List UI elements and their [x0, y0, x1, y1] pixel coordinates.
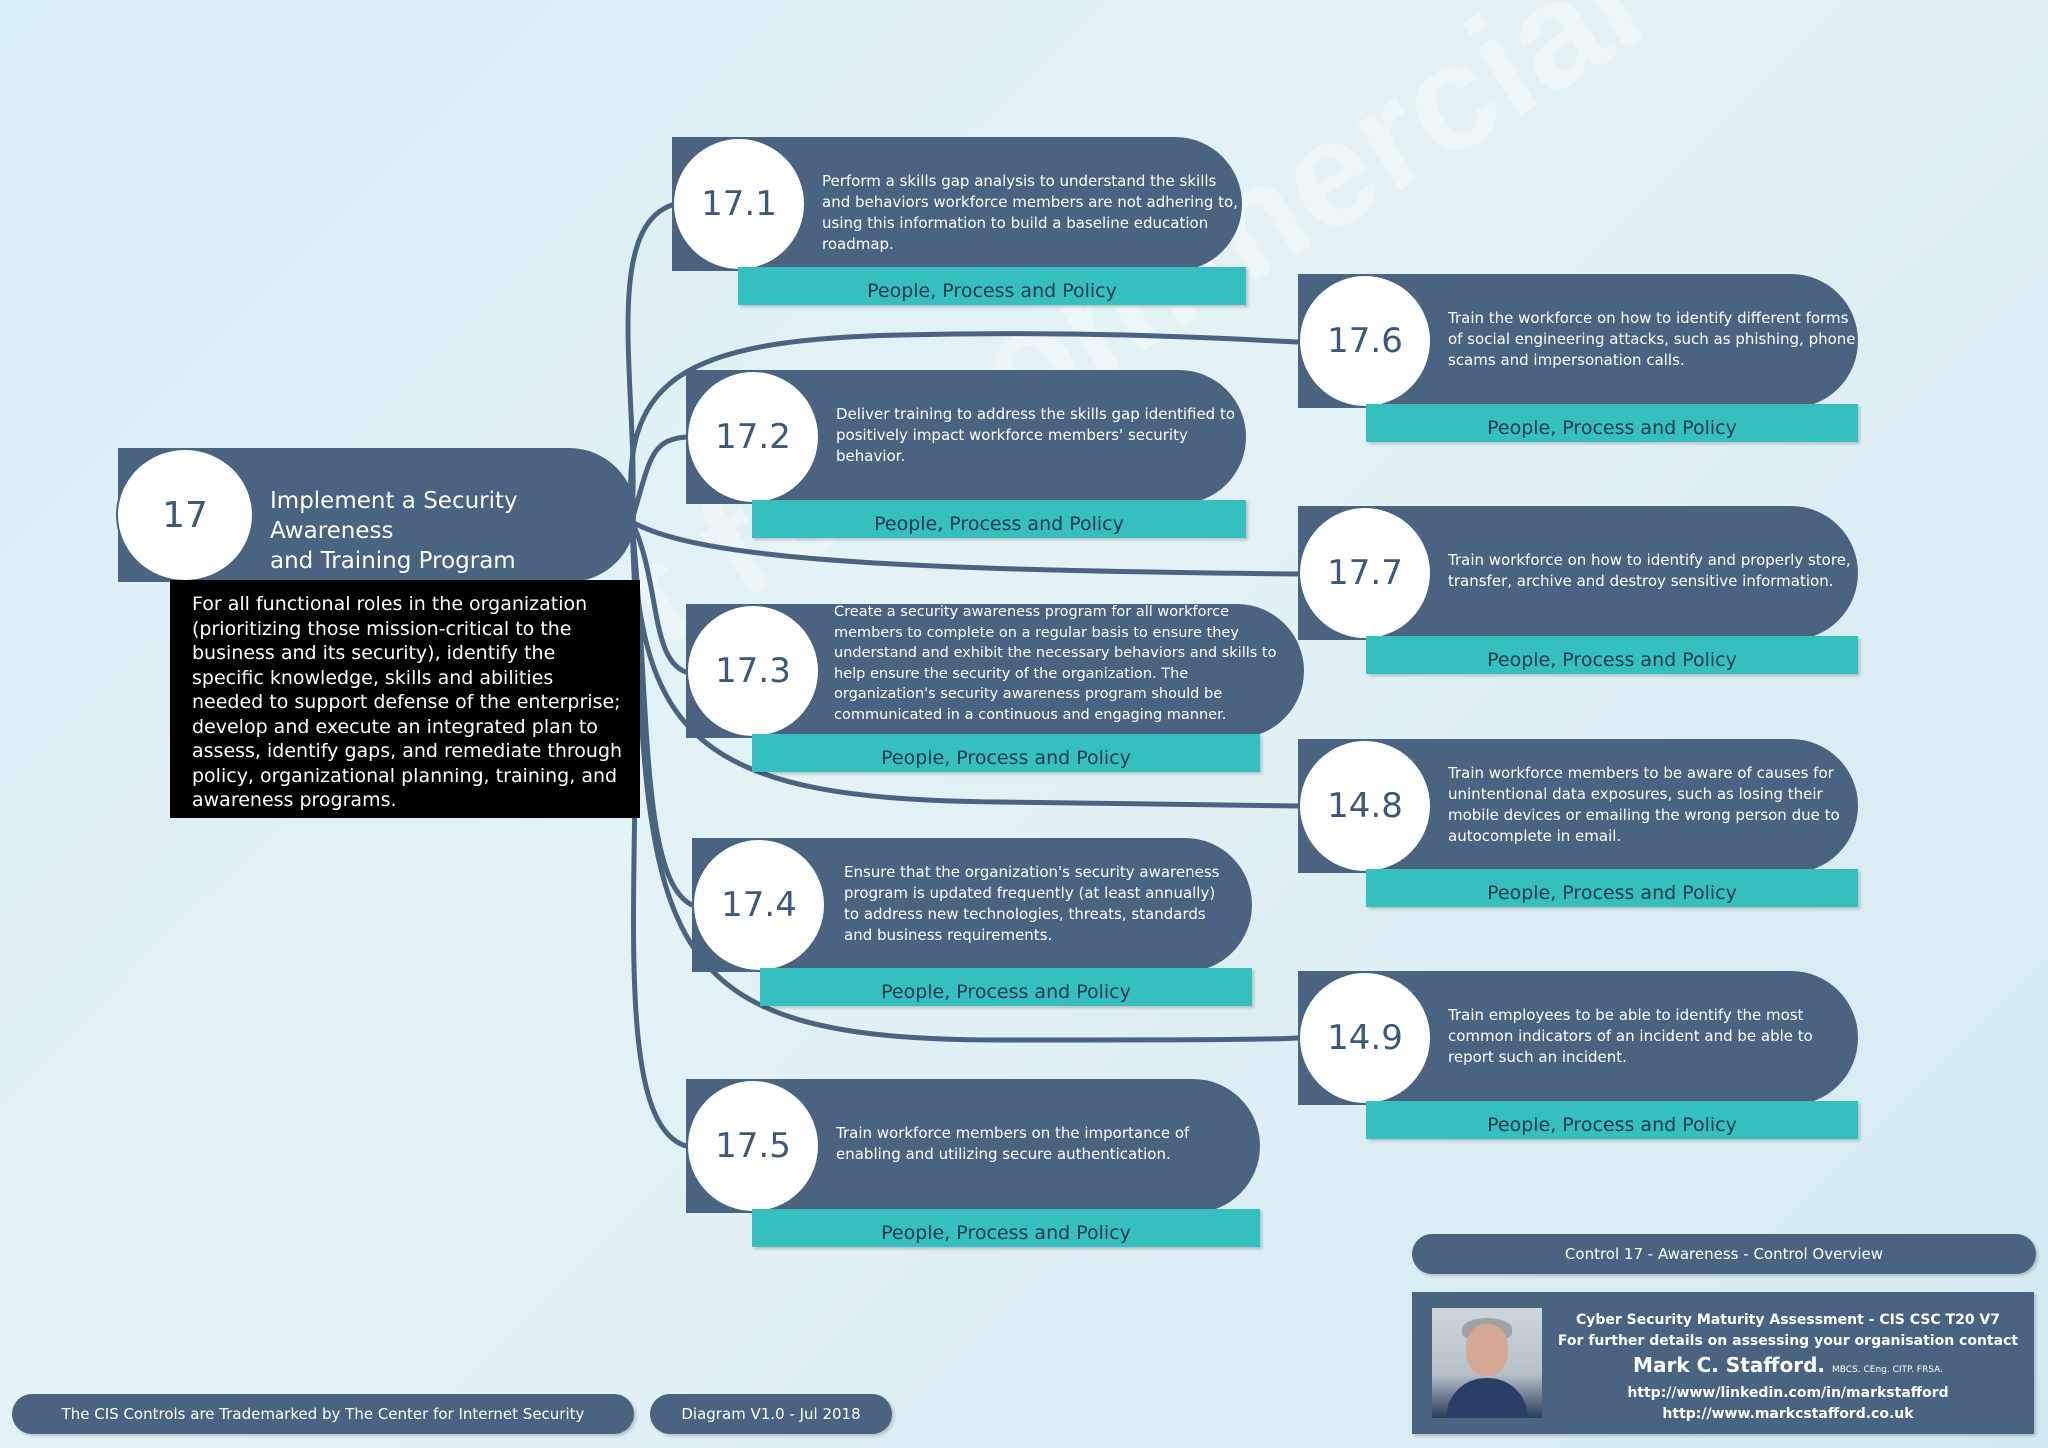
node-description: Train the workforce on how to identify d…	[1448, 309, 1856, 369]
node-number: 17.6	[1298, 274, 1432, 408]
node-category: People, Process and Policy	[752, 734, 1260, 772]
connector-17.2	[629, 434, 689, 523]
contact-text: Cyber Security Maturity Assessment - CIS…	[1552, 1310, 2024, 1425]
node-description: Deliver training to address the skills g…	[836, 405, 1236, 465]
trademark-bar: The CIS Controls are Trademarked by The …	[12, 1394, 634, 1434]
node-category: People, Process and Policy	[760, 968, 1252, 1006]
node-number: 17.4	[692, 838, 826, 972]
author-photo	[1432, 1308, 1542, 1418]
connector-17.7	[629, 519, 1301, 577]
node-number: 17.7	[1298, 506, 1432, 640]
connector-14.8	[629, 521, 1301, 809]
node-category: People, Process and Policy	[752, 500, 1246, 538]
node-category: People, Process and Policy	[1366, 636, 1858, 674]
node-number: 17.5	[686, 1079, 820, 1213]
node-category: People, Process and Policy	[1366, 1101, 1858, 1139]
contact-panel: Cyber Security Maturity Assessment - CIS…	[1412, 1292, 2034, 1434]
node-description: Ensure that the organization's security …	[844, 863, 1220, 944]
node-number: 17.2	[686, 370, 820, 504]
node-number: 17.1	[672, 137, 806, 271]
control-overview-bar: Control 17 - Awareness - Control Overvie…	[1412, 1234, 2036, 1274]
node-description: Train employees to be able to identify t…	[1448, 1006, 1813, 1066]
version-bar: Diagram V1.0 - Jul 2018	[650, 1394, 892, 1434]
node-category: People, Process and Policy	[1366, 404, 1858, 442]
connector-17.1	[625, 202, 675, 523]
node-description: Train workforce on how to identify and p…	[1448, 551, 1851, 590]
connector-14.9	[629, 523, 1301, 1043]
node-number: 17.3	[686, 604, 820, 738]
author-name: Mark C. Stafford. MBCS. CEng. CITP. FRSA…	[1633, 1353, 1943, 1377]
main-control-title: Implement a Security Awareness and Train…	[270, 488, 518, 574]
linkedin-link[interactable]: http://www/linkedin.com/in/markstafford	[1627, 1385, 1949, 1401]
node-description: Train workforce members to be aware of c…	[1448, 764, 1840, 845]
node-category: People, Process and Policy	[1366, 869, 1858, 907]
website-link[interactable]: http://www.markcstafford.co.uk	[1662, 1406, 1914, 1422]
main-control-description: For all functional roles in the organiza…	[170, 580, 640, 818]
node-number: 14.9	[1298, 971, 1432, 1105]
node-category: People, Process and Policy	[738, 267, 1246, 305]
main-control-number: 17	[116, 448, 254, 582]
node-number: 14.8	[1298, 739, 1432, 873]
connector-17.3	[629, 519, 689, 675]
node-category: People, Process and Policy	[752, 1209, 1260, 1247]
node-description: Perform a skills gap analysis to underst…	[822, 172, 1238, 253]
node-description: Create a security awareness program for …	[834, 604, 1277, 723]
node-description: Train workforce members on the importanc…	[836, 1124, 1190, 1163]
connector-17.6	[628, 331, 1301, 521]
